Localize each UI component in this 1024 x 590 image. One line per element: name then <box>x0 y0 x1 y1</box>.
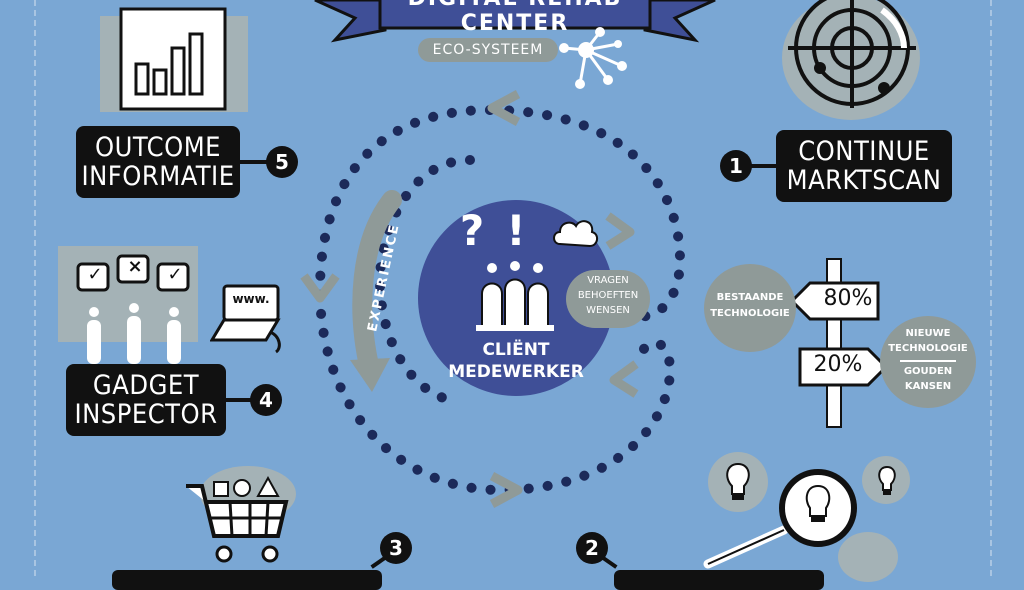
sign-80-text: 80% <box>823 286 873 311</box>
step5-number: 5 <box>266 146 298 178</box>
arrow-top-icon <box>487 90 521 126</box>
step5-line2: INFORMATIE <box>81 161 235 192</box>
reviewer-mark-3: ✓ <box>167 264 183 285</box>
step3-number: 3 <box>380 532 412 564</box>
experience-arrow <box>350 190 402 392</box>
needs-behoeften: BEHOEFTEN <box>577 290 639 301</box>
step2-box <box>614 570 824 590</box>
title-banner <box>314 0 716 43</box>
center-exclamation-mark: ! <box>506 206 526 255</box>
step5-box: OUTCOME INFORMATIE <box>76 126 240 198</box>
shopping-cart-icon <box>186 475 289 563</box>
ecosystem-label-box <box>418 38 558 62</box>
sign-20-text: 20% <box>813 352 863 377</box>
left-dotted-border <box>34 0 36 576</box>
arrow-bottom-icon <box>489 472 523 508</box>
center-label-client: CLIËNT <box>482 340 550 360</box>
step4-box: GADGET INSPECTOR <box>66 364 226 436</box>
reviewer-mark-2: × <box>127 256 143 277</box>
bar-chart-icon <box>119 7 227 111</box>
existing-tech-line1: BESTAANDE <box>716 292 784 303</box>
step1-line1: CONTINUE <box>798 136 930 167</box>
step1-box: CONTINUE MARKTSCAN <box>776 130 952 202</box>
magnifier-icon <box>703 469 857 569</box>
step1-number: 1 <box>720 150 752 182</box>
step4-number: 4 <box>250 384 282 416</box>
people-group-icon <box>476 261 554 331</box>
step5-line1: OUTCOME <box>94 132 222 163</box>
new-tech-bubble <box>880 316 976 408</box>
arrow-left-down-icon <box>300 273 340 303</box>
step4-line1: GADGET <box>92 370 200 401</box>
step5-connector <box>238 160 272 164</box>
existing-tech-line2: TECHNOLOGIE <box>710 308 790 319</box>
reviewer-mark-1: ✓ <box>87 264 103 285</box>
radar-icon <box>788 0 916 108</box>
laptop-icon <box>210 284 281 354</box>
laptop-screen-text: www. <box>232 292 270 306</box>
needs-bubble <box>566 270 650 328</box>
sign-right-arrow <box>798 347 888 387</box>
idea-bubble-3 <box>838 532 898 582</box>
lightbulb-icon <box>726 462 750 500</box>
dotted-cycle-loop <box>314 105 686 496</box>
needs-vragen: VRAGEN <box>587 275 629 286</box>
new-tech-line4: KANSEN <box>904 381 952 392</box>
lightbulb-small-icon <box>878 465 896 495</box>
needs-wensen: WENSEN <box>586 305 630 316</box>
reviewers-icon <box>76 254 190 364</box>
arrow-inner-left-icon <box>609 360 639 398</box>
arrow-inner-right-icon <box>605 212 635 250</box>
center-label-medewerker: MEDEWERKER <box>448 362 584 382</box>
step1-connector <box>748 164 778 168</box>
new-tech-line1: NIEUWE <box>905 328 951 339</box>
existing-tech-bubble <box>704 264 796 352</box>
new-tech-line2: TECHNOLOGIE <box>888 343 968 354</box>
ecosystem-label: ECO-SYSTEEM <box>432 42 544 58</box>
new-tech-divider <box>900 360 956 362</box>
step1-line2: MARKTSCAN <box>786 165 942 196</box>
network-icon <box>559 27 627 89</box>
center-question-mark: ? <box>459 206 485 255</box>
step4-line2: INSPECTOR <box>74 399 218 430</box>
thought-cloud-icon <box>553 220 598 248</box>
banner-title: DIGITAL REHAB CENTER <box>408 0 621 36</box>
sign-left-arrow <box>790 281 880 321</box>
step2-connector <box>600 555 618 569</box>
step4-connector <box>224 398 254 402</box>
new-tech-line3: GOUDEN <box>903 366 953 377</box>
step3-box <box>112 570 382 590</box>
right-dotted-border <box>990 0 992 576</box>
